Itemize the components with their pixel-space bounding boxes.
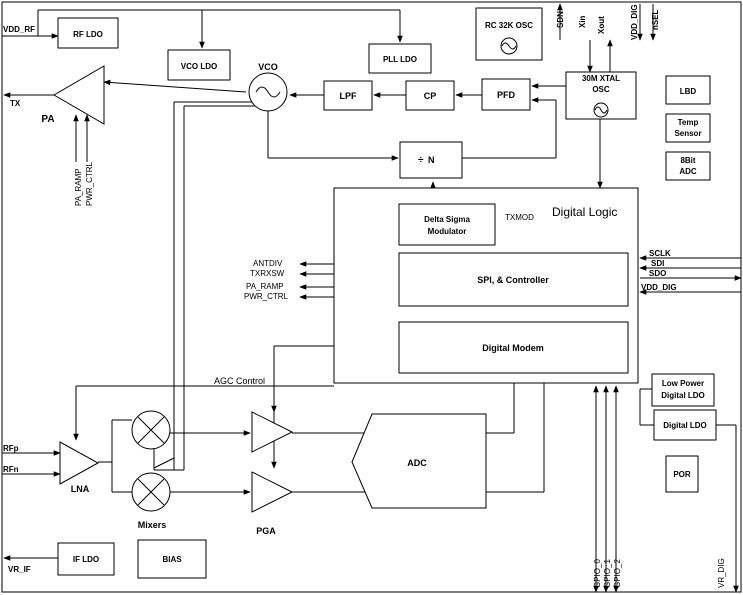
pll-ldo-block [368, 43, 432, 74]
tx-label: TX [10, 99, 21, 108]
txrxsw-label: TXRXSW [250, 269, 285, 278]
mixer-bottom [131, 472, 171, 512]
if-ldo-block [57, 542, 115, 576]
divider-block [399, 141, 463, 179]
low-power-digital-ldo-block [651, 373, 715, 407]
low-power-ldo-line2: Digital LDO [661, 391, 705, 400]
adc-block [351, 413, 487, 509]
digital-ldo-block [653, 409, 717, 441]
mixers-label: Mixers [138, 520, 167, 530]
temp-label-line1: Temp [678, 118, 699, 127]
digital-logic-label: Digital Logic [552, 205, 617, 219]
cp-label: CP [424, 91, 437, 101]
pfd-label: PFD [497, 90, 516, 100]
sdo-label: SDO [649, 269, 666, 278]
vdd-rf-label: VDD_RF [3, 25, 35, 34]
pfd-block [481, 78, 531, 111]
pa-label: PA [41, 114, 54, 125]
vr-dig-label: VR_DIG [717, 558, 726, 588]
pga-top [251, 411, 294, 453]
spi-controller-label: SPI, & Controller [477, 275, 549, 285]
rc-osc-label: RC 32K OSC [485, 21, 533, 30]
gpio0-label: GPIO_0 [593, 559, 602, 588]
digital-modem-label: Digital Modem [482, 343, 544, 353]
lbd-label: LBD [680, 87, 697, 96]
vco-ldo-label: VCO LDO [181, 62, 217, 71]
rfp-label: RFp [3, 444, 19, 453]
por-label: POR [673, 470, 691, 479]
pwr-ctrl-label: PWR_CTRL [85, 161, 94, 206]
pa-ramp-out-label: PA_RAMP [246, 282, 284, 291]
digital-ldo-label: Digital LDO [663, 421, 707, 430]
rfn-label: RFn [3, 465, 19, 474]
adc8-label-line1: 8Bit [680, 156, 695, 165]
low-power-ldo-line1: Low Power [662, 379, 704, 388]
if-ldo-label: IF LDO [73, 555, 99, 564]
gpio1-label: GPIO_1 [603, 559, 612, 588]
vr-if-label: VR_IF [8, 565, 31, 574]
delta-sigma-block [398, 203, 496, 246]
gpio2-label: GPIO_2 [613, 559, 622, 588]
vco-label: VCO [258, 62, 278, 72]
temp-sensor-block [665, 113, 711, 143]
sdn-label: SDN [556, 11, 565, 28]
rf-ldo-label: RF LDO [73, 30, 103, 39]
pga-bottom [251, 471, 294, 513]
divider-label: N [428, 155, 435, 165]
bias-label: BIAS [162, 555, 182, 564]
bias-block [137, 539, 207, 579]
cp-block [405, 80, 455, 111]
vdd-dig-right-label: VDD_DIG [641, 283, 677, 292]
digital-modem-block [398, 321, 629, 374]
pll-ldo-label: PLL LDO [383, 55, 417, 64]
sdi-label: SDI [651, 259, 664, 268]
xtal-osc-label-line2: OSC [592, 85, 610, 94]
lbd-block [665, 75, 711, 105]
mixer-top [131, 410, 171, 450]
pga-label: PGA [256, 526, 276, 536]
pa-ramp-label: PA_RAMP [74, 168, 83, 206]
lpf-block [323, 80, 373, 111]
delta-sigma-line1: Delta Sigma [424, 215, 470, 224]
divide-icon: ÷ [418, 155, 424, 166]
agc-control-label: AGC Control [214, 376, 265, 386]
rf-ldo-block [57, 17, 119, 49]
vco-ldo-block [167, 49, 231, 81]
sclk-label: SCLK [649, 249, 671, 258]
vdd-dig-top-label: VDD_DIG [630, 4, 639, 40]
lna-label: LNA [71, 484, 90, 494]
pa-amplifier [53, 65, 105, 125]
xtal-osc-label-line1: 30M XTAL [582, 74, 620, 83]
adc-label: ADC [407, 458, 427, 468]
adc8-block [665, 151, 711, 181]
delta-sigma-line2: Modulator [428, 227, 467, 236]
xin-label: Xin [578, 15, 587, 28]
adc8-label-line2: ADC [679, 167, 697, 176]
nsel-label: nSEL [651, 9, 660, 30]
spi-controller-block [398, 252, 629, 307]
pwr-ctrl-out-label: PWR_CTRL [244, 292, 289, 301]
lpf-label: LPF [340, 91, 358, 101]
lna-amplifier [59, 441, 100, 485]
xout-label: Xout [597, 16, 606, 34]
por-block [665, 455, 699, 493]
txmod-label: TXMOD [505, 213, 534, 222]
temp-label-line2: Sensor [674, 129, 701, 138]
antdiv-label: ANTDIV [253, 259, 283, 268]
